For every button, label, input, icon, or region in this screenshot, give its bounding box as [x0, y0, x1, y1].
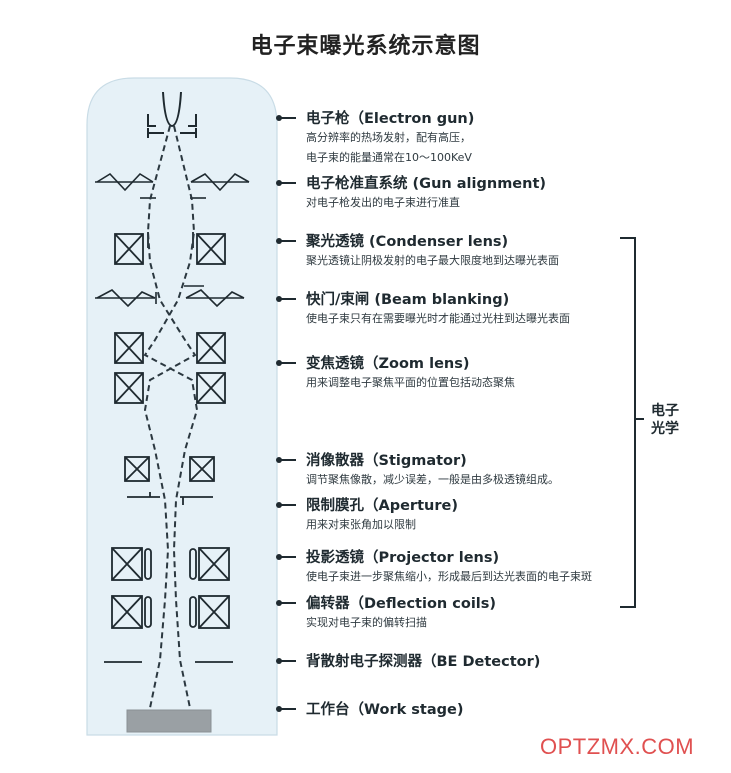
label-desc: 使电子束只有在需要曝光时才能通过光柱到达曝光表面	[306, 312, 570, 325]
label-name: 电子枪准直系统 (Gun alignment)	[306, 176, 547, 192]
connector-dot	[276, 238, 296, 244]
electron-beam-paths	[143, 125, 199, 709]
label-name: 工作台（Work stage)	[306, 702, 464, 718]
watermark: OPTZMX.COM	[540, 734, 695, 759]
stigmator	[124, 456, 215, 482]
connector-dot	[276, 296, 296, 302]
label-name: 变焦透镜（Zoom lens)	[306, 356, 470, 372]
deflection-coils	[111, 595, 230, 629]
connector-dot	[276, 502, 296, 508]
diagram-title: 电子束曝光系统示意图	[250, 34, 481, 59]
connector-dot	[276, 360, 296, 366]
label-desc: 使电子束进一步聚焦缩小，形成最后到达光表面的电子束斑	[306, 570, 592, 583]
projector-lens	[111, 547, 230, 581]
label-name: 投影透镜（Projector lens)	[306, 550, 500, 566]
label-name: 消像散器（Stigmator)	[306, 453, 467, 469]
aperture-plate	[127, 492, 213, 505]
work-stage	[126, 709, 212, 733]
label-name: 电子枪（Electron gun)	[306, 111, 475, 127]
label-desc: 用来调整电子聚焦平面的位置包括动态聚焦	[306, 376, 515, 389]
label-name: 背散射电子探测器（BE Detector)	[306, 654, 541, 670]
label-name: 限制膜孔（Aperture)	[306, 498, 458, 514]
label-desc: 调节聚焦像散，减少误差，一般是由多极透镜组成。	[306, 473, 559, 486]
electron-gun-filament	[162, 91, 182, 128]
connector-dot	[276, 600, 296, 606]
connector-dot	[276, 115, 296, 121]
connector-dot	[276, 554, 296, 560]
zoom-lens	[114, 332, 226, 404]
label-desc: 用来对束张角加以限制	[306, 518, 416, 531]
label-desc: 电子束的能量通常在10～100KeV	[306, 151, 472, 164]
electron-optics-label: 电子光学	[651, 403, 679, 437]
beam-blanker	[95, 285, 245, 308]
connector-dot	[276, 180, 296, 186]
label-desc: 对电子枪发出的电子束进行准直	[306, 196, 460, 209]
connector-dot	[276, 457, 296, 463]
label-name: 偏转器（Deflection coils)	[306, 596, 497, 612]
label-desc: 实现对电子束的偏转扫描	[306, 616, 427, 629]
electron-optics-bracket	[620, 237, 636, 608]
bracket-tick	[636, 418, 644, 420]
label-desc: 高分辨率的热场发射，配有高压，	[306, 131, 471, 144]
connector-dot	[276, 706, 296, 712]
connector-dot	[276, 658, 296, 664]
label-name: 聚光透镜 (Condenser lens)	[306, 234, 509, 250]
label-desc: 聚光透镜让阴极发射的电子最大限度地到达曝光表面	[306, 254, 559, 267]
gun-alignment-coils	[95, 172, 250, 199]
label-name: 快门/束闸 (Beam blanking)	[306, 292, 510, 308]
column-housing	[86, 77, 278, 736]
gun-electrodes	[147, 114, 197, 138]
